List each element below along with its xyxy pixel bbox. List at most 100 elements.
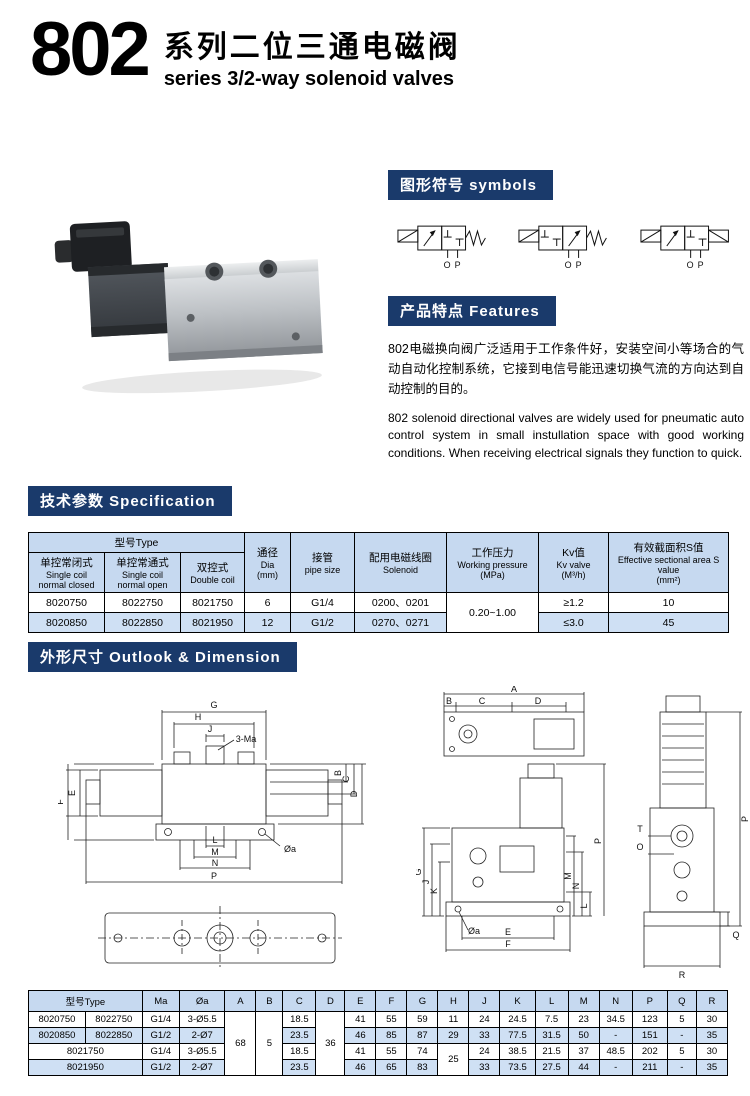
cell: 8020750 [28,1011,86,1028]
cell: 87 [406,1027,439,1044]
features-paragraph-cn: 802电磁换向阀广泛适用于工作条件好，安装空间小等场合的气动自动化控制系统，它接… [388,342,744,396]
dim-header: K [499,990,536,1012]
dim-label: J [421,880,431,885]
cell: G1/4 [141,1043,180,1060]
cell-model-dc: 8021950 [179,612,246,633]
dim-row: 8020750 8022750 G1/4 3-Ø5.5 68 5 18.5 36… [28,1011,729,1076]
port-label-p: P [576,260,582,270]
dim-label: P [211,871,217,881]
cell: 8022750 [84,1011,143,1028]
dim-label: 3-Ma [236,734,257,744]
valve-symbol-double-icon: O P [640,225,729,270]
cell: 18.5 [282,1043,317,1060]
cell: 23.5 [282,1059,317,1076]
cell: 41 [344,1011,377,1028]
cell: 7.5 [534,1011,569,1028]
cell-kv: ≥1.2 [538,592,610,613]
dim-header: R [695,990,729,1012]
product-photo [38,200,340,410]
cell: 55 [375,1043,408,1060]
dim-header: Q [666,990,697,1012]
solenoid-valve-photo [54,221,323,394]
dim-header: M [567,990,600,1012]
features-paragraph-en: 802 solenoid directional valves are wide… [388,411,744,460]
bottom-view-drawing [98,906,342,970]
port-label-p: P [455,260,461,270]
cell: 31.5 [534,1027,569,1044]
cell: 44 [567,1059,600,1076]
features-section: 产品特点 Features [388,296,744,326]
dim-label: G [210,700,217,710]
valve-symbol-no-icon: O P [518,225,608,270]
dim-header: D [315,990,346,1012]
title-english: series 3/2-way solenoid valves [163,68,454,90]
port-label-o: O [565,260,572,270]
cell: 23 [567,1011,600,1028]
cell: 2-Ø7 [178,1059,226,1076]
cell: 38.5 [499,1043,536,1060]
cell: - [598,1059,633,1076]
cell: 24.5 [499,1011,536,1028]
right-column: 图形符号 symbols O P [388,170,744,462]
cell: - [666,1059,697,1076]
dim-header: N [598,990,633,1012]
dim-label: G [416,868,423,875]
dim-header: G [406,990,439,1012]
dim-label: L [579,903,589,908]
cell: 65 [375,1059,408,1076]
dim-label: P [593,838,603,844]
dim-header: Øa [178,990,226,1012]
cell: G1/2 [141,1027,180,1044]
dim-label: P [740,816,750,822]
dim-header: H [437,990,470,1012]
cell: 85 [375,1027,408,1044]
spec-row: 8020750 8022750 8021750 6 G1/4 0200、0201… [28,592,730,633]
cell: 59 [406,1011,439,1028]
dim-label: B [333,770,343,776]
specification-section-header: 技术参数 Specification [28,486,232,516]
dim-header: B [255,990,284,1012]
cell: 68 [224,1011,257,1076]
cell: 123 [631,1011,668,1028]
cell-working-pressure: 0.20~1.00 [446,592,540,633]
dim-label: E [67,790,77,796]
valve-symbol-nc-icon: O P [397,225,486,270]
cell: 11 [437,1011,470,1028]
cell: 3-Ø5.5 [178,1011,226,1028]
cell: 8021750 [28,1043,143,1060]
features-section-header: 产品特点 Features [388,296,556,326]
cell: 30 [695,1011,729,1028]
cell-dia: 12 [244,612,292,633]
cell: 55 [375,1011,408,1028]
cell: 29 [437,1027,470,1044]
cell-dia: 6 [244,592,292,613]
dim-header: P [631,990,668,1012]
cell: 73.5 [499,1059,536,1076]
cell: 25 [437,1043,470,1076]
cell: - [666,1027,697,1044]
cell: 33 [468,1027,501,1044]
cell-model-no: 8022750 [104,592,181,613]
title-chinese: 系列二位三通电磁阀 [163,31,461,64]
side-view-drawing: T O P Q R [636,695,750,980]
dim-header: C [282,990,317,1012]
cell: 24 [468,1011,501,1028]
cell: 83 [406,1059,439,1076]
dim-row: 8021950 G1/2 2-Ø7 23.5 46 65 83 33 73.5 … [28,1059,729,1076]
dimension-table: 型号Type Ma Øa A B C D E F G H J K L M N P… [28,990,729,1076]
cell: 2-Ø7 [178,1027,226,1044]
cell-model-no: 8022850 [104,612,181,633]
dim-label: B [446,696,452,706]
cell: 21.5 [534,1043,569,1060]
cell-model-nc: 8020750 [28,592,105,613]
cell-area: 45 [608,612,730,633]
cell: 3-Ø5.5 [178,1043,226,1060]
